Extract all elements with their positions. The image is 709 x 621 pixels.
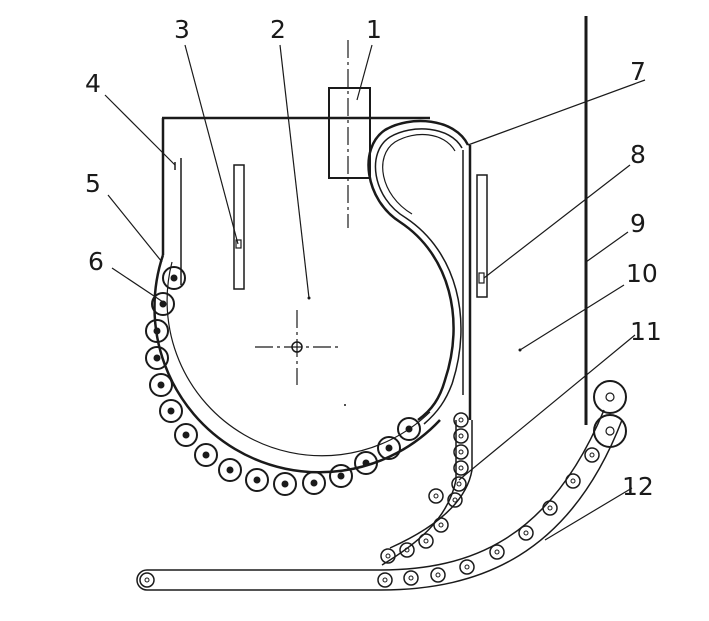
conveyor-roller: [453, 412, 469, 428]
leader-7: [467, 79, 646, 146]
drum-roller: [145, 319, 169, 343]
guide-belt-inner: [374, 128, 463, 425]
conveyor-roller: [139, 572, 155, 588]
drum-rollers: [145, 266, 421, 496]
conveyor-mid-inner: [389, 420, 473, 549]
callout-5: 5: [85, 169, 101, 198]
drum-roller: [397, 417, 421, 441]
leader-12: [544, 487, 633, 541]
callout-6: 6: [88, 247, 104, 276]
drum-roller: [145, 346, 169, 370]
conveyor-rollers: [139, 412, 600, 588]
callout-10: 10: [626, 259, 658, 288]
conveyor-roller: [453, 460, 469, 476]
conveyor-roller: [451, 476, 467, 492]
drum-roller: [302, 471, 326, 495]
leader-5: [107, 194, 163, 263]
conveyor-roller: [584, 447, 600, 463]
sensor-slot-right: [476, 174, 488, 298]
drum-roller: [377, 436, 401, 460]
leader-6: [111, 267, 164, 303]
conveyor-roller: [453, 444, 469, 460]
leader-1: [356, 44, 373, 101]
conveyor-roller: [565, 473, 581, 489]
conveyor-roller: [433, 517, 449, 533]
callout-8: 8: [630, 140, 646, 169]
callout-4: 4: [85, 69, 101, 98]
leader-2: [279, 44, 310, 299]
drive-wheel-bottom-hub: [605, 426, 615, 436]
center-hub: [291, 341, 303, 353]
conveyor-bottom-bot: [147, 419, 623, 591]
conveyor-roller: [447, 492, 463, 508]
conveyor-roller: [380, 548, 396, 564]
callout-labels: 1 2 3 4 5 6 7 8 9 10 11 12: [85, 15, 662, 501]
callout-1: 1: [366, 15, 382, 44]
guide-belt-core: [382, 133, 456, 215]
drive-wheel-bottom: [593, 414, 627, 448]
drum-roller: [174, 423, 198, 447]
sensor-element-left: [235, 239, 242, 249]
sensor-slot-left: [233, 164, 245, 290]
leader-9: [585, 231, 629, 263]
drum-roller: [149, 373, 173, 397]
conveyor-end-cap: [136, 569, 148, 591]
leader-lines: [104, 44, 646, 541]
callout-7: 7: [630, 57, 646, 86]
callout-2: 2: [270, 15, 286, 44]
conveyor-roller: [453, 428, 469, 444]
drum-roller: [329, 464, 353, 488]
callout-9: 9: [630, 209, 646, 238]
conveyor-roller: [489, 544, 505, 560]
sensor-element-right: [478, 272, 485, 284]
conveyor-bottom-top: [147, 409, 605, 571]
drive-wheel-top: [593, 380, 627, 414]
conveyor-roller: [418, 533, 434, 549]
callout-3: 3: [174, 15, 190, 44]
conveyor-roller: [518, 525, 534, 541]
guide-belt-outer: [367, 119, 470, 422]
drum-roller: [162, 266, 186, 290]
drum-roller: [273, 472, 297, 496]
conveyor-roller: [459, 559, 475, 575]
drum-roller: [159, 399, 183, 423]
drive-wheel-top-hub: [605, 392, 615, 402]
leader-11: [458, 334, 636, 481]
drum-roller: [245, 468, 269, 492]
drum-roller: [218, 458, 242, 482]
drum-roller: [151, 292, 175, 316]
ref-dot-drum: [344, 404, 346, 406]
conveyor-roller: [399, 542, 415, 558]
callout-12: 12: [622, 472, 654, 501]
conveyor-roller: [428, 488, 444, 504]
feed-nozzle: [328, 87, 371, 179]
conveyor-mid-outer: [381, 420, 457, 566]
drum-inner-arc: [166, 261, 431, 457]
drum-roller: [354, 451, 378, 475]
leader-10: [519, 284, 625, 351]
leader-3: [184, 44, 239, 245]
conveyor-roller: [377, 572, 393, 588]
conveyor-roller: [430, 567, 446, 583]
conveyor-roller: [542, 500, 558, 516]
leader-4: [104, 94, 176, 166]
callout-11: 11: [630, 317, 662, 346]
leader-8: [483, 164, 631, 279]
conveyor-roller: [403, 570, 419, 586]
drum-roller: [194, 443, 218, 467]
